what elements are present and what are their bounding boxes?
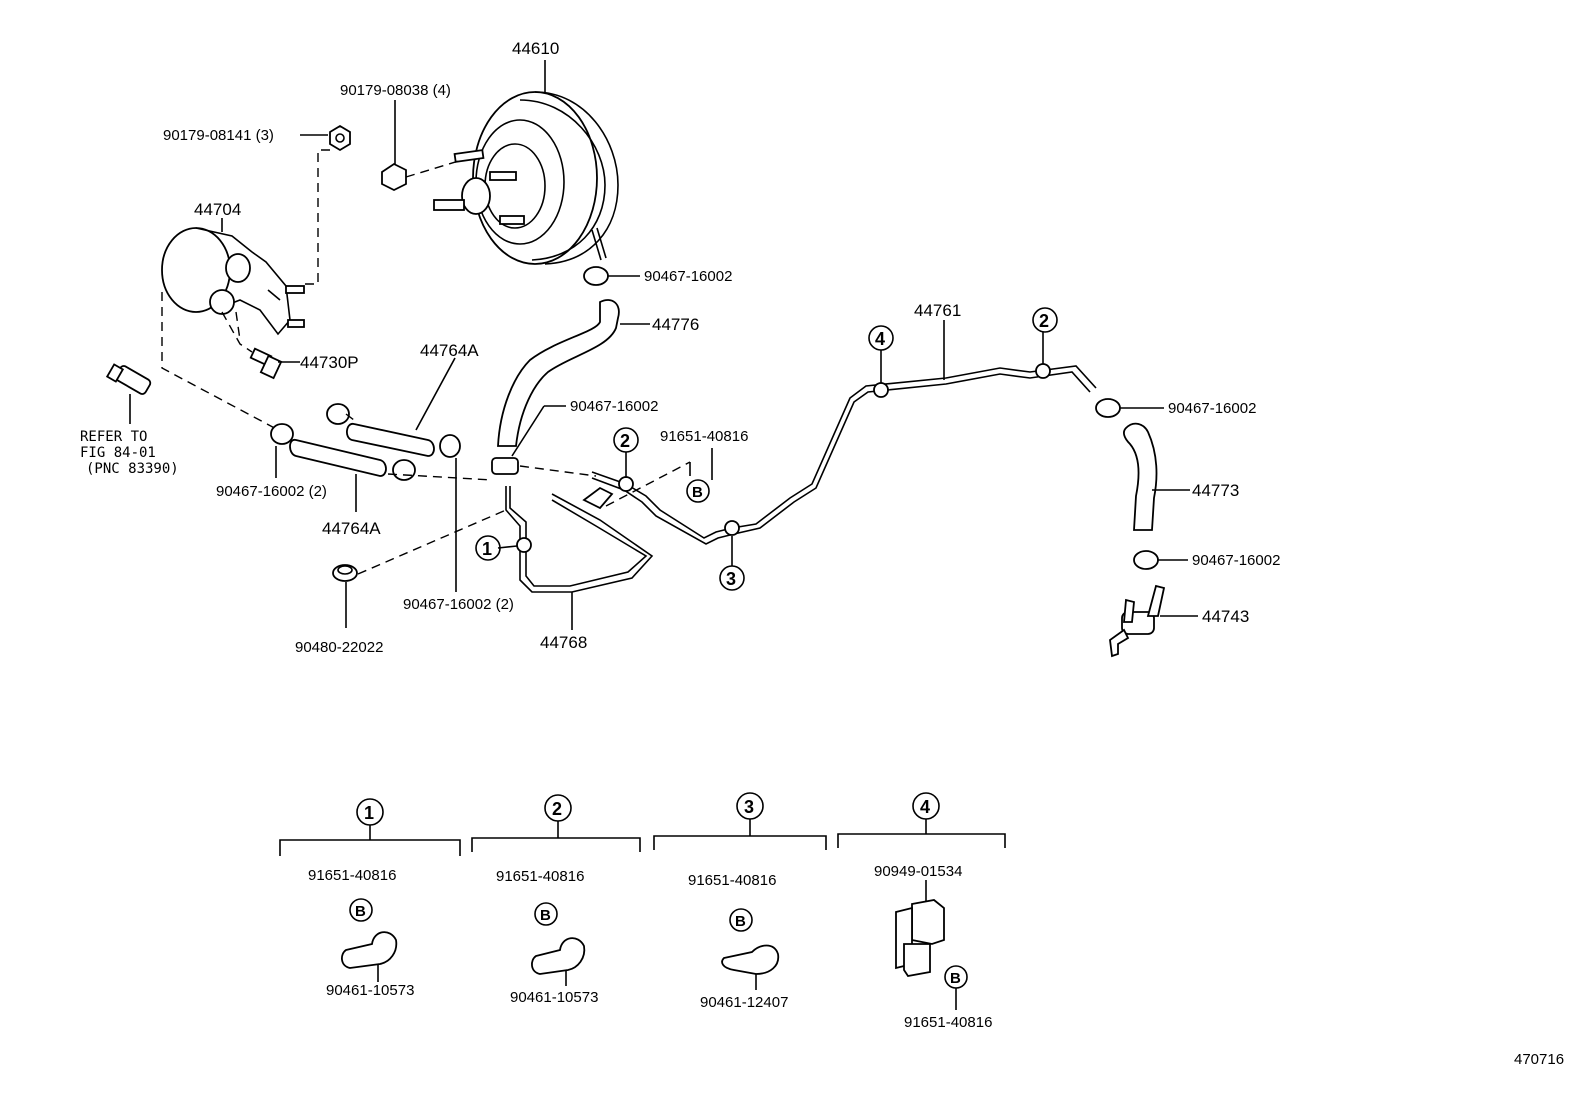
vacuum-pump xyxy=(161,227,305,336)
label-90480-22022: 90480-22022 xyxy=(295,639,383,656)
detail-2-number: 2 xyxy=(552,799,562,819)
detail-4-number: 4 xyxy=(920,797,930,817)
detail-3: 3 91651-40816 B 90461-12407 xyxy=(653,792,827,1011)
label-90467-16002-right-top: 90467-16002 xyxy=(1168,400,1256,417)
detail-4-top-label: 90949-01534 xyxy=(874,863,962,880)
label-90467-16002-lower: 90467-16002 xyxy=(570,398,658,415)
valve-44743 xyxy=(1109,584,1166,658)
bolt-90179-08038 xyxy=(381,159,463,192)
label-44764a-top: 44764A xyxy=(420,341,479,360)
label-44764a-bottom: 44764A xyxy=(322,519,381,538)
label-44743: 44743 xyxy=(1202,607,1249,626)
svg-text:1: 1 xyxy=(482,539,492,559)
tube-44768 xyxy=(505,486,654,593)
detail-3-number: 3 xyxy=(744,797,754,817)
detail-4: 4 90949-01534 B 91651-40816 xyxy=(837,792,1006,1031)
detail-1-clamp-label: 90461-10573 xyxy=(326,982,414,999)
detail-1-number: 1 xyxy=(364,803,374,823)
label-refer-pnc: (PNC 83390) xyxy=(86,461,179,477)
detail-1: 1 91651-40816 B 90461-10573 xyxy=(279,798,461,999)
bolt-b-icon-top: B xyxy=(686,479,710,503)
nut-90179-08141 xyxy=(329,124,351,152)
detail-4-bolt-label: 91651-40816 xyxy=(904,1014,992,1031)
detail-3-bolt-label: 91651-40816 xyxy=(688,872,776,889)
clamp-right-bottom xyxy=(1133,550,1159,570)
vacuum-switch xyxy=(105,363,152,395)
detail-1-bolt-label: 91651-40816 xyxy=(308,867,396,884)
detail-4-bolt-icon: B xyxy=(950,970,961,987)
svg-text:2: 2 xyxy=(620,431,630,451)
clamp-booster xyxy=(583,266,609,286)
label-91651-40816-top: 91651-40816 xyxy=(660,428,748,445)
label-44768: 44768 xyxy=(540,633,587,652)
callout-1-main: 1 xyxy=(475,535,501,561)
clamp-left-upper xyxy=(326,403,350,425)
label-44776: 44776 xyxy=(652,315,699,334)
label-refer-to: REFER TO xyxy=(80,429,147,445)
label-44704: 44704 xyxy=(194,200,241,219)
callout-2-main: 2 xyxy=(613,427,639,453)
label-44610: 44610 xyxy=(512,39,559,58)
brake-booster xyxy=(433,91,619,265)
label-44730p: 44730P xyxy=(300,353,359,372)
svg-text:2: 2 xyxy=(1039,311,1049,331)
clamp-left-lower xyxy=(270,423,294,445)
clamp-mid-upper xyxy=(439,434,461,458)
hose-44764a-upper xyxy=(346,423,435,457)
detail-1-bolt-icon: B xyxy=(355,903,366,920)
detail-2: 2 91651-40816 B 90461-10573 xyxy=(471,794,641,1006)
clamp-mid-lower xyxy=(392,459,416,481)
hose-44776 xyxy=(497,299,620,447)
clamp-right-top xyxy=(1095,398,1121,418)
callout-4-main: 4 xyxy=(868,325,894,351)
pipe-44761 xyxy=(591,365,1097,545)
diagram-id: 470716 xyxy=(1514,1051,1564,1068)
callout-2-right: 2 xyxy=(1032,307,1058,333)
detail-2-clamp-label: 90461-10573 xyxy=(510,989,598,1006)
check-valve-44730p xyxy=(249,347,283,380)
detail-3-bolt-icon: B xyxy=(735,913,746,930)
svg-text:4: 4 xyxy=(875,329,885,349)
label-44773: 44773 xyxy=(1192,481,1239,500)
callout-3-main: 3 xyxy=(719,565,745,591)
bracket-b xyxy=(582,486,614,510)
label-90467-16002-mid: 90467-16002 (2) xyxy=(403,596,514,613)
detail-2-bolt-label: 91651-40816 xyxy=(496,868,584,885)
label-90467-16002-right-bottom: 90467-16002 xyxy=(1192,552,1280,569)
label-44761: 44761 xyxy=(914,301,961,320)
label-90179-08038: 90179-08038 (4) xyxy=(340,82,451,99)
detail-3-clamp-label: 90461-12407 xyxy=(700,994,788,1011)
detail-2-bolt-icon: B xyxy=(540,907,551,924)
bolt-b-letter: B xyxy=(692,484,703,501)
hose-44764a-lower xyxy=(289,439,387,477)
label-90467-16002-left: 90467-16002 (2) xyxy=(216,483,327,500)
clamp-44776-lower xyxy=(491,457,519,475)
hose-44773 xyxy=(1123,422,1158,531)
label-refer-fig: FIG 84-01 xyxy=(80,445,156,461)
label-90467-16002-booster: 90467-16002 xyxy=(644,268,732,285)
svg-text:3: 3 xyxy=(726,569,736,589)
grommet-90480-22022 xyxy=(332,564,358,582)
label-90179-08141: 90179-08141 (3) xyxy=(163,127,274,144)
